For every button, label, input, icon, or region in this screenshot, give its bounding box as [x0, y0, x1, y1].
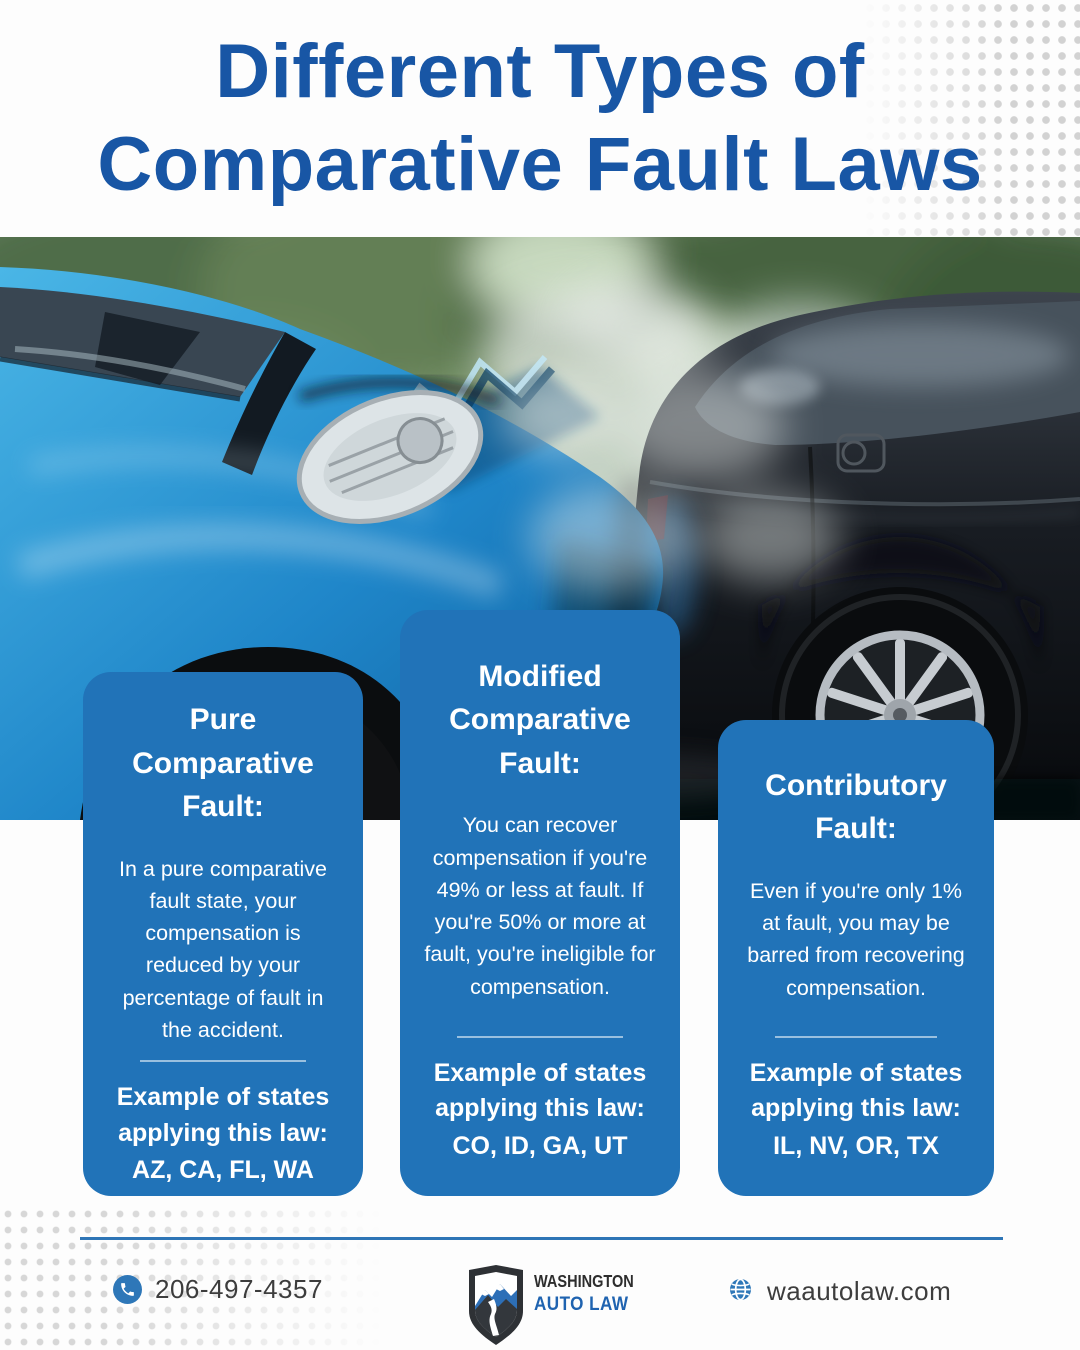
website-contact: waautolaw.com [729, 1276, 951, 1307]
mountain-road-shield-icon [466, 1264, 526, 1350]
card-contributory-fault: Contributory Fault: Even if you're only … [718, 720, 994, 1196]
globe-icon [729, 1278, 752, 1306]
card-divider [457, 1035, 623, 1038]
card-example-label: Example of states applying this law: [433, 1058, 647, 1123]
card-example-states: CO, ID, GA, UT [452, 1131, 628, 1160]
card-body: Even if you're only 1% at fault, you may… [747, 878, 965, 1000]
logo-text-auto-law: AUTO LAW [534, 1294, 629, 1315]
title-line-2: Comparative Fault Laws [97, 121, 983, 207]
phone-contact: 206-497-4357 [113, 1274, 323, 1305]
card-heading: Contributory Fault: [765, 768, 947, 846]
card-body: In a pure comparative fault state, your … [119, 856, 327, 1042]
card-example-label: Example of states applying this law: [116, 1083, 330, 1147]
card-body: You can recover compensation if you're 4… [424, 813, 656, 999]
card-example-states: IL, NV, OR, TX [773, 1131, 939, 1160]
card-divider [140, 1060, 306, 1062]
card-heading: Modified Comparative Fault: [449, 659, 631, 780]
washington-auto-law-logo: WASHINGTON AUTO LAW [466, 1264, 654, 1350]
card-pure-comparative-fault: Pure Comparative Fault: In a pure compar… [83, 672, 363, 1196]
card-modified-comparative-fault: Modified Comparative Fault: You can reco… [400, 610, 680, 1196]
page-title: Different Types of Comparative Fault Law… [0, 26, 1080, 211]
card-heading: Pure Comparative Fault: [132, 703, 314, 823]
logo-text-washington: WASHINGTON [534, 1271, 634, 1291]
phone-icon [113, 1275, 142, 1304]
website-url[interactable]: waautolaw.com [767, 1276, 952, 1306]
footer-divider [80, 1237, 1003, 1240]
card-example-label: Example of states applying this law: [749, 1058, 963, 1123]
card-example-states: AZ, CA, FL, WA [132, 1156, 314, 1184]
footer: 206-497-4357 WASHINGTON AUTO LAW [0, 1258, 1080, 1350]
halftone-pattern-top-right [862, 0, 1080, 238]
title-line-1: Different Types of [215, 29, 865, 114]
card-divider [774, 1035, 938, 1038]
phone-number[interactable]: 206-497-4357 [155, 1274, 323, 1304]
halftone-pattern-bottom-left [0, 1206, 382, 1350]
logo-text: WASHINGTON AUTO LAW [534, 1264, 654, 1350]
